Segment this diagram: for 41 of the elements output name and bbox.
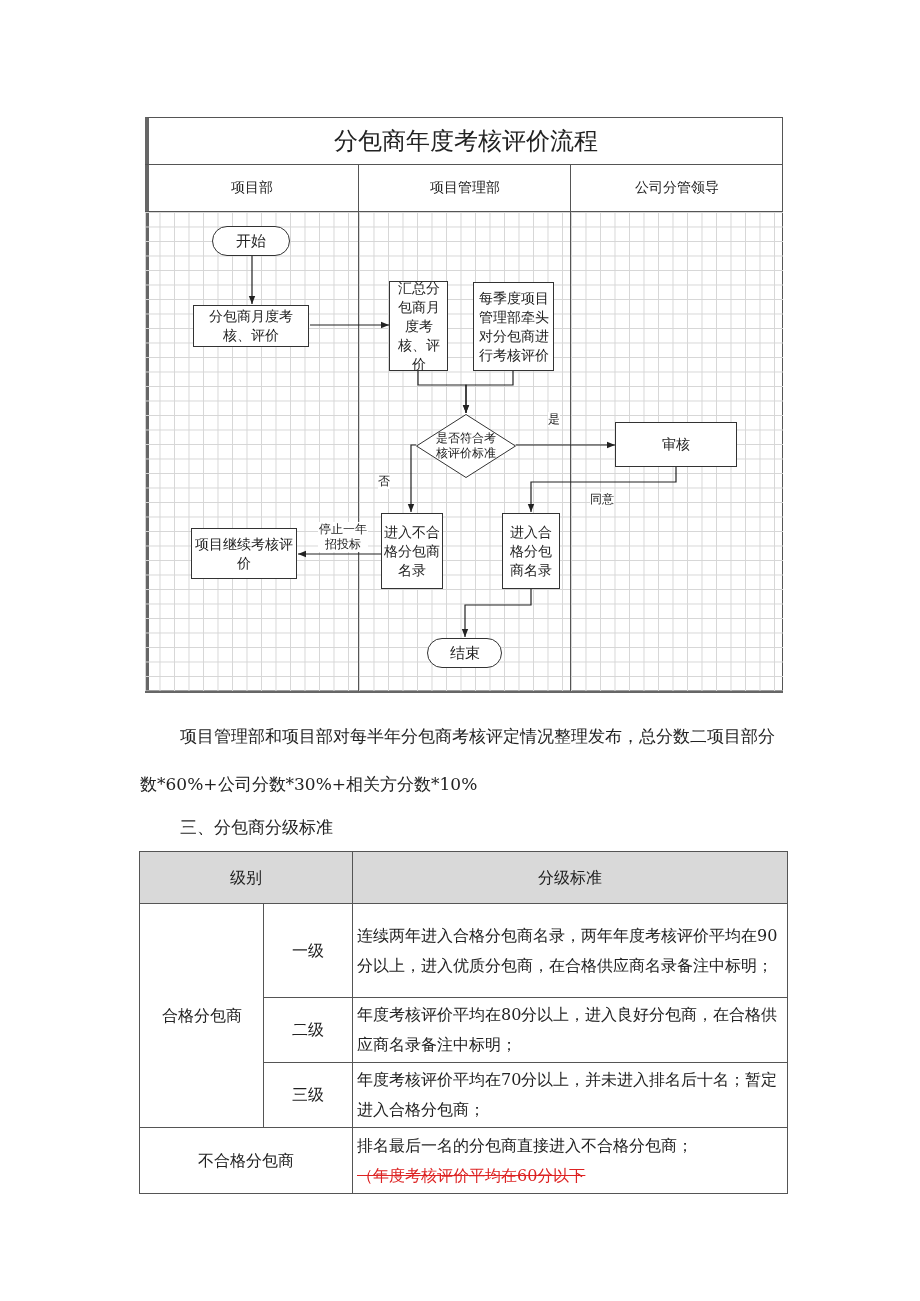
lane-header: 项目管理部 <box>429 179 500 197</box>
edge-label: 否 <box>378 474 390 489</box>
arrow <box>527 465 677 513</box>
arrow <box>248 254 256 305</box>
paragraph: 项目管理部和项目部对每半年分包商考核评定情况整理发布，总分数二项目部分数*60%+公司分数*30%+相关方分数*10% <box>140 725 776 796</box>
table-cell: 三级 <box>263 1062 353 1128</box>
table-cell: 二级 <box>263 997 353 1063</box>
process-box: 每季度项目管理部牵头对分包商进行考核评价 <box>473 282 554 371</box>
section-heading: 三、分包商分级标准 <box>180 816 333 839</box>
process-box: 审核 <box>615 422 737 467</box>
edge-label: 同意 <box>590 492 614 507</box>
arrow <box>461 587 532 638</box>
lane-header: 项目部 <box>230 179 273 197</box>
table-cell: 合格分包商 <box>139 903 264 1128</box>
process-box: 分包商月度考核、评价 <box>193 305 309 347</box>
table-cell: 年度考核评价平均在80分以上，进入良好分包商，在合格供应商名录备注中标明； <box>352 997 788 1063</box>
lane-header: 公司分管领导 <box>635 179 719 197</box>
decision-diamond: 是否符合考核评价标准 <box>416 414 516 478</box>
process-box: 进入合格分包商名录 <box>502 513 560 589</box>
chart-title: 分包商年度考核评价流程 <box>333 126 598 157</box>
process-box: 汇总分包商月度考核、评价 <box>389 281 448 371</box>
process-box: 项目继续考核评价 <box>191 528 297 579</box>
table-cell: 连续两年进入合格分包商名录，两年年度考核评价平均在90分以上，进入优质分包商，在合格供应商名录备注中标明； <box>352 903 788 998</box>
header-cell: 级别 <box>139 851 353 904</box>
table-cell: 一级 <box>263 903 353 998</box>
arrow <box>297 550 382 558</box>
process-box: 进入不合格分包商名录 <box>381 513 443 589</box>
edge-label: 停止一年招投标 <box>318 522 368 552</box>
table-cell: 年度考核评价平均在70分以上，并未进入排名后十名；暂定进入合格分包商； <box>352 1062 788 1128</box>
header-cell: 分级标准 <box>352 851 788 904</box>
table-cell: 不合格分包商 <box>139 1127 353 1194</box>
arrow <box>515 441 616 449</box>
arrow <box>309 321 390 329</box>
cell-text: 排名最后一名的分包商直接进入不合格分包商； <box>357 1134 694 1157</box>
arrow <box>462 369 514 414</box>
edge-label: 是 <box>548 412 560 427</box>
arrow <box>407 444 417 513</box>
swimlane <box>570 164 783 691</box>
struck-text: （年度考核评价平均在60分以下 <box>357 1164 586 1187</box>
terminator-shape: 结束 <box>427 638 502 668</box>
terminator-shape: 开始 <box>212 226 290 256</box>
